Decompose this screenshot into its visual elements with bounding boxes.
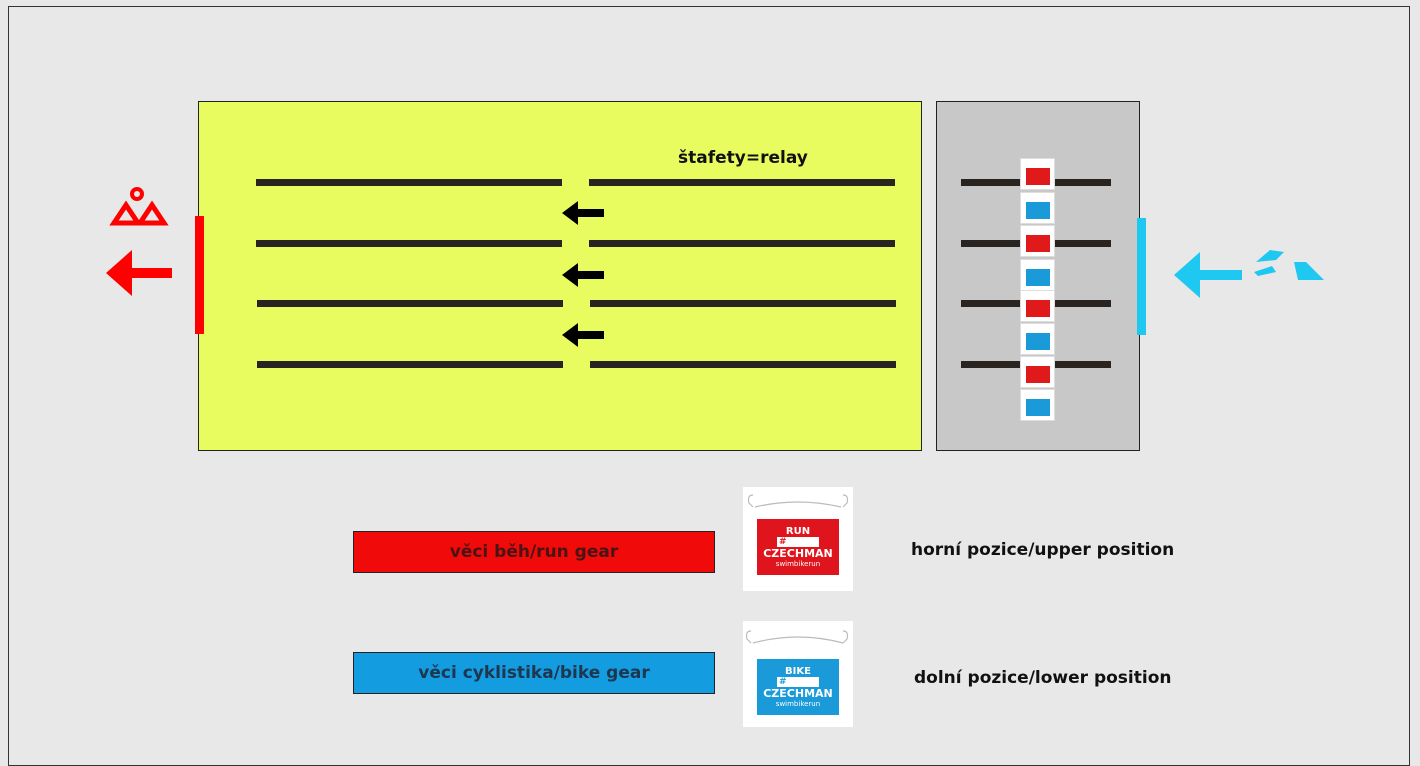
bike-bag-title: BIKE [785, 666, 811, 677]
bike-rack [257, 361, 563, 368]
relay-label: štafety=relay [678, 148, 808, 168]
run-bag-number: # [777, 537, 819, 547]
bike-bag-illustration: BIKE # CZECHMAN swimbikerun [743, 621, 853, 727]
legend-bike-gear: věci cyklistika/bike gear [353, 652, 715, 694]
exit-bar [195, 216, 204, 334]
bike-bag-number: # [777, 677, 819, 687]
bike-bag-icon [1020, 259, 1055, 291]
bike-rack [256, 240, 562, 247]
run-bag-tagline: swimbikerun [775, 560, 821, 568]
arrow-left-icon [562, 201, 604, 225]
bike-rack [590, 300, 896, 307]
bike-rack [589, 240, 895, 247]
arrow-left-icon [562, 263, 604, 287]
upper-position-label: horní pozice/upper position [911, 540, 1175, 560]
bike-bag-icon [1020, 323, 1055, 355]
run-bag-icon [1020, 158, 1055, 190]
run-bag-title: RUN [785, 526, 811, 537]
legend-run-gear: věci běh/run gear [353, 531, 715, 573]
bike-rack [589, 179, 895, 186]
run-bag-brand: CZECHMAN [763, 547, 833, 560]
bike-bag-icon [1020, 192, 1055, 224]
transition-zone [198, 101, 922, 451]
arrow-left-icon [562, 323, 604, 347]
bike-rack [590, 361, 896, 368]
run-bag-icon [1020, 225, 1055, 257]
running-person-icon [109, 187, 169, 226]
bike-bag-icon [1020, 389, 1055, 421]
exit-arrow-icon [106, 250, 172, 296]
run-bag-illustration: RUN # CZECHMAN swimbikerun [743, 487, 853, 591]
bike-bag-tagline: swimbikerun [775, 700, 821, 708]
entry-bar [1137, 218, 1146, 335]
bike-bag-brand: CZECHMAN [763, 687, 833, 700]
lower-position-label: dolní pozice/lower position [914, 668, 1172, 688]
bike-rack [257, 300, 563, 307]
run-bag-icon [1020, 356, 1055, 388]
entry-arrow-icon [1174, 252, 1242, 298]
swimmer-icon [1254, 250, 1324, 280]
run-bag-icon [1020, 290, 1055, 322]
bike-rack [256, 179, 562, 186]
